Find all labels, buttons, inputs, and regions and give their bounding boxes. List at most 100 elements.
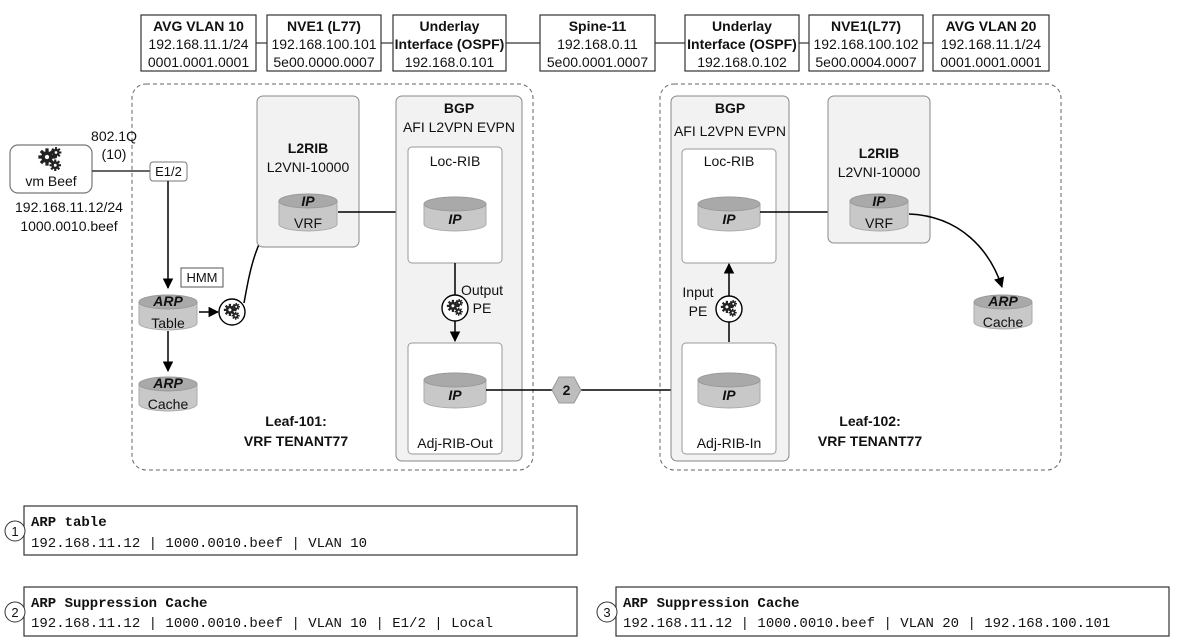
box-title: Loc-RIB [704,153,755,169]
leaf102-input-pe-node[interactable] [715,295,743,323]
db-label: ARP [152,375,183,391]
table-row: 192.168.11.12 | 1000.0010.beef | VLAN 10 [31,536,367,552]
leaf101-output-pe-node[interactable] [441,294,469,322]
hmm-label-box: HMM [180,267,224,288]
vm-encap-label: 802.1Q [91,128,137,144]
db-label: IP [722,211,736,227]
leaf102-l2rib-panel: L2RIB L2VNI-10000 IP VRF [827,95,931,244]
header-title: NVE1 (L77) [287,18,361,34]
leaf101-l2rib-db[interactable]: IP VRF [278,193,338,232]
leaf102-loc-rib: Loc-RIB IP [681,148,777,264]
header-line: 0001.0001.0001 [148,54,249,70]
db-label: ARP [152,293,183,309]
step-number: 2 [563,382,571,398]
leaf102-adj-rib-db[interactable]: IP [697,372,761,409]
header-box-avg-vlan20: AVG VLAN 20 192.168.11.1/24 0001.0001.00… [932,14,1050,72]
header-box-underlay-leaf101: Underlay Interface (OSPF) 192.168.0.101 [392,14,507,72]
leaf102-l2rib-db[interactable]: IP VRF [849,193,909,232]
table-step-number: 1 [11,524,18,539]
db-label: Cache [983,314,1024,330]
vm-name: vm Beef [25,173,76,189]
panel-title: BGP [715,100,745,116]
leaf101-adj-rib-db[interactable]: IP [423,372,487,409]
pe-label: Output [461,282,503,298]
table-3-arp-suppression-leaf102: 3 ARP Suppression Cache 192.168.11.12 | … [596,586,1170,637]
panel-subtitle: L2VNI-10000 [267,159,350,175]
header-line: 5e00.0004.0007 [815,54,916,70]
header-title: AVG VLAN 10 [153,18,244,34]
vm-encap-vlan: (10) [102,146,127,162]
header-box-nve1-leaf102: NVE1(L77) 192.168.100.102 5e00.0004.0007 [808,14,924,72]
leaf102-arp-cache[interactable]: ARP Cache [973,293,1033,330]
header-line: 5e00.0001.0007 [547,54,648,70]
table-row: 192.168.11.12 | 1000.0010.beef | VLAN 10… [31,616,493,632]
header-title: AVG VLAN 20 [946,18,1037,34]
flow-l2rib-to-arp-cache [908,213,1005,288]
table-1-arp-table: 1 ARP table 192.168.11.12 | 1000.0010.be… [4,505,578,556]
box-title: Loc-RIB [430,153,481,169]
leaf101-arp-table[interactable]: ARP Table [138,293,198,331]
header-line: 192.168.0.11 [557,36,638,52]
header-line: 192.168.100.101 [271,36,376,52]
panel-title: BGP [444,100,474,116]
header-line: 0001.0001.0001 [940,54,1041,70]
vm-node[interactable]: vm Beef [9,144,93,194]
header-line: 5e00.0000.0007 [273,54,374,70]
db-label: IP [722,387,736,403]
header-line: Interface (OSPF) [687,36,797,52]
header-title: Spine-11 [569,18,627,34]
db-label: Cache [148,396,189,412]
update-step-marker: 2 [551,376,582,404]
db-label: VRF [865,215,893,231]
header-line: 192.168.11.1/24 [148,36,248,52]
leaf102-bgp-panel: BGP AFI L2VPN EVPN Loc-RIB IP Input PE I… [670,95,790,462]
table-row: 192.168.11.12 | 1000.0010.beef | VLAN 20… [623,616,1110,632]
header-line: 192.168.11.1/24 [941,36,1041,52]
header-title: Underlay [420,18,480,34]
header-line: 192.168.0.101 [405,54,495,70]
pe-label: PE [689,303,708,319]
db-label: Table [151,315,185,331]
table-title: ARP Suppression Cache [623,596,799,612]
leaf102-loc-rib-db[interactable]: IP [697,196,761,232]
header-line: 192.168.0.102 [697,54,787,70]
leaf101-bgp-panel: BGP AFI L2VPN EVPN Loc-RIB IP Output PE … [395,95,523,462]
db-label: IP [301,193,315,209]
vm-mac: 1000.0010.beef [20,218,117,234]
panel-subtitle: AFI L2VPN EVPN [674,123,786,139]
header-title: NVE1(L77) [831,18,901,34]
header-line: Interface (OSPF) [395,36,505,52]
header-box-spine11: Spine-11 192.168.0.11 5e00.0001.0007 [539,14,656,72]
header-box-underlay-leaf102: Underlay Interface (OSPF) 192.168.0.102 [684,14,800,72]
pe-label: PE [473,300,492,316]
db-label: IP [872,193,886,209]
port-label: E1/2 [155,164,182,179]
table-step-number: 3 [603,605,610,620]
header-title: Underlay [712,18,772,34]
box-title: Adj-RIB-In [697,435,762,451]
port-e1-2[interactable]: E1/2 [149,161,188,182]
hmm-process-node[interactable] [218,298,246,326]
pe-label: Input [682,284,713,300]
db-label: VRF [294,215,322,231]
db-label: IP [448,387,462,403]
header-box-nve1-leaf101: NVE1 (L77) 192.168.100.101 5e00.0000.000… [266,14,382,72]
panel-title: L2RIB [288,140,328,156]
table-title: ARP table [31,515,107,531]
vm-ip: 192.168.11.12/24 [15,199,123,215]
leaf101-vrf-label: VRF TENANT77 [244,433,348,449]
table-title: ARP Suppression Cache [31,596,207,612]
hmm-label: HMM [186,270,217,285]
leaf101-loc-rib-db[interactable]: IP [423,196,487,232]
panel-subtitle: L2VNI-10000 [838,164,921,180]
db-label: IP [448,211,462,227]
leaf102-label: Leaf-102: [839,413,900,429]
leaf102-vrf-label: VRF TENANT77 [818,433,922,449]
table-step-number: 2 [11,605,18,620]
panel-subtitle: AFI L2VPN EVPN [403,119,515,135]
box-title: Adj-RIB-Out [417,435,493,451]
table-2-arp-suppression-leaf101: 2 ARP Suppression Cache 192.168.11.12 | … [4,586,578,637]
leaf101-arp-cache[interactable]: ARP Cache [138,375,198,412]
